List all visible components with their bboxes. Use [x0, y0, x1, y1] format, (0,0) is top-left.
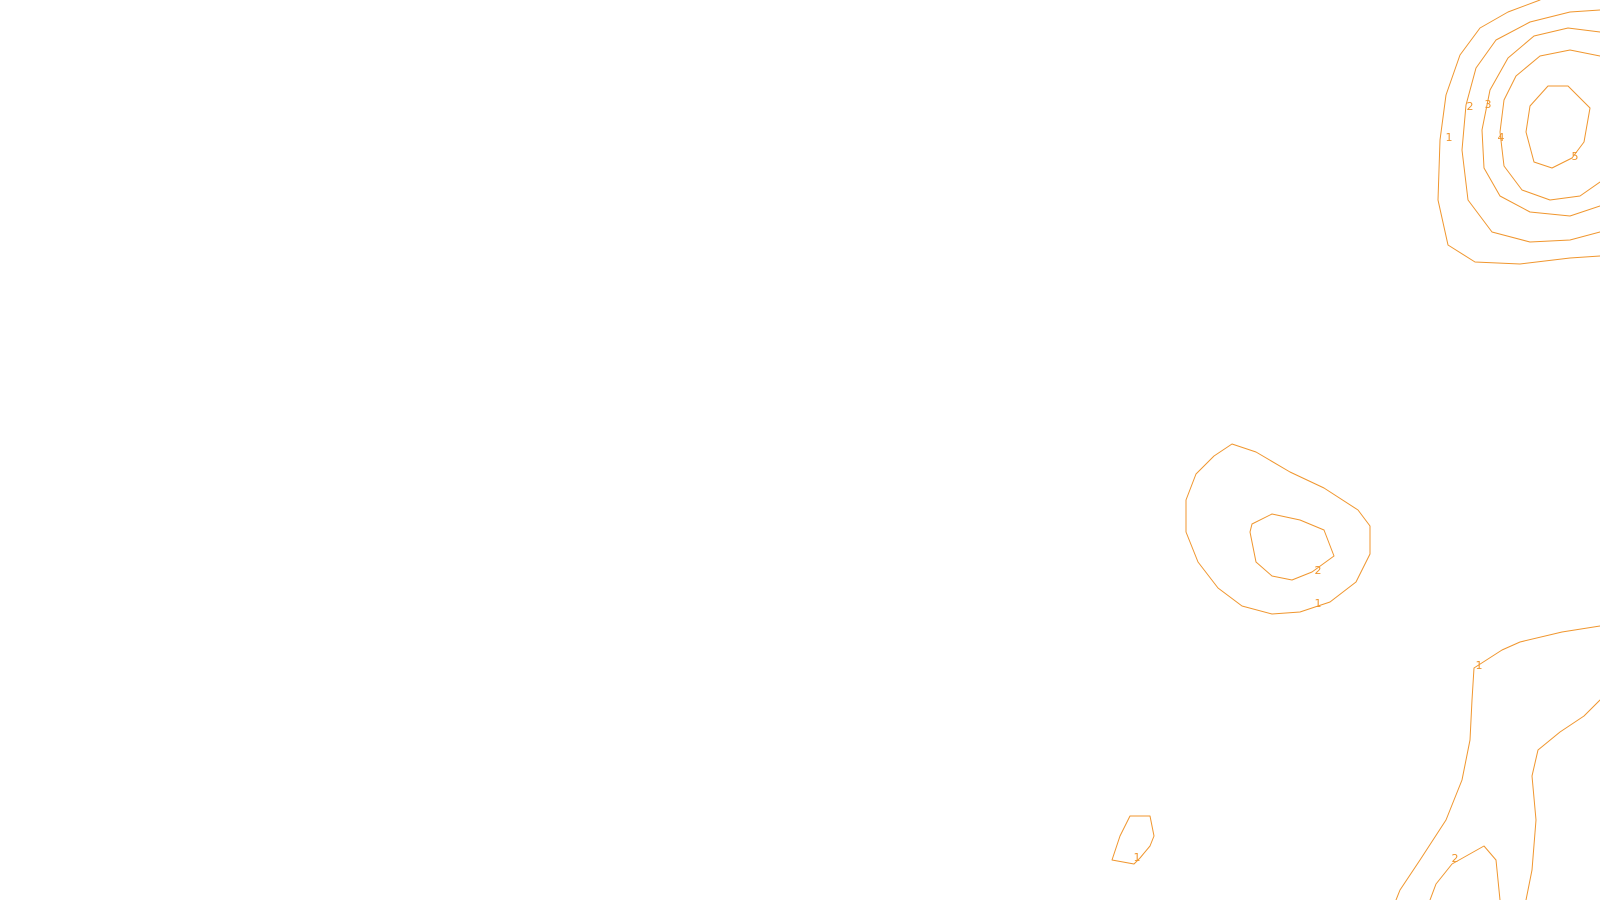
contour-line-level-1	[1111, 815, 1155, 865]
contour-group-bottom-right	[1395, 625, 1600, 900]
contour-line-level-2	[1249, 513, 1335, 581]
contour-line-level-2	[1429, 845, 1501, 900]
contour-group-top-right	[1437, 0, 1600, 265]
contour-label: 4	[1498, 131, 1505, 144]
contour-label: 2	[1452, 852, 1459, 865]
contour-line-level-5	[1525, 85, 1591, 169]
contour-group-center	[1185, 443, 1371, 615]
contour-label: 3	[1485, 98, 1492, 111]
contour-line-level-1	[1437, 0, 1600, 265]
contour-line-level-2	[1461, 9, 1600, 243]
contour-label: 2	[1315, 564, 1322, 577]
contour-line-level-4	[1499, 49, 1600, 201]
contour-label: 1	[1476, 659, 1483, 672]
contour-line-level-1	[1395, 625, 1600, 900]
contour-line-level-3	[1481, 27, 1600, 217]
contour-line-level-1b	[1525, 699, 1600, 900]
contour-label: 1	[1446, 131, 1453, 144]
contour-label: 5	[1572, 150, 1579, 163]
contour-label: 2	[1467, 100, 1474, 113]
contour-line-level-1	[1185, 443, 1371, 615]
contour-label: 1	[1315, 597, 1322, 610]
contour-group-bottom-center	[1111, 815, 1155, 865]
contour-label: 1	[1134, 851, 1141, 864]
